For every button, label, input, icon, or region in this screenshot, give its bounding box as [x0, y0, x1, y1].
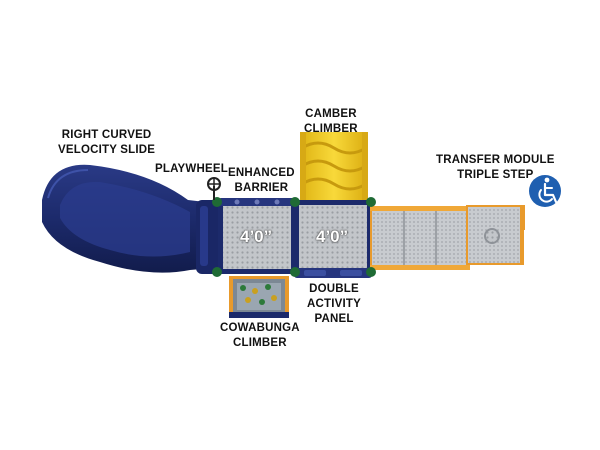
slide-label: RIGHT CURVED VELOCITY SLIDE	[58, 129, 156, 156]
transfer-module-platform	[466, 205, 525, 265]
curved-slide	[42, 164, 214, 273]
transfer-module-label: TRANSFER MODULE TRIPLE STEP	[436, 154, 555, 181]
support-posts	[212, 197, 376, 277]
double-activity-panel	[294, 268, 372, 278]
deck-1	[218, 200, 296, 274]
cowabunga-climber	[229, 276, 289, 318]
slide-hood	[196, 200, 222, 274]
camber-climber	[300, 132, 368, 202]
camber-climber-label: CAMBER CLIMBER	[304, 108, 358, 135]
enhanced-barrier-label: ENHANCED BARRIER	[228, 167, 295, 194]
deck-2	[294, 200, 372, 274]
cowabunga-climber-label: COWABUNGA CLIMBER	[220, 322, 300, 349]
deck-2-height-label: 4’0”	[316, 227, 349, 246]
double-activity-panel-label: DOUBLE ACTIVITY PANEL	[307, 283, 361, 325]
playwheel	[207, 177, 221, 200]
deck-1-height-label: 4’0”	[240, 227, 273, 246]
enhanced-barrier	[218, 198, 296, 206]
transfer-steps	[370, 206, 470, 270]
wheelchair-accessibility-icon	[529, 175, 561, 207]
playwheel-label: PLAYWHEEL	[155, 163, 228, 175]
